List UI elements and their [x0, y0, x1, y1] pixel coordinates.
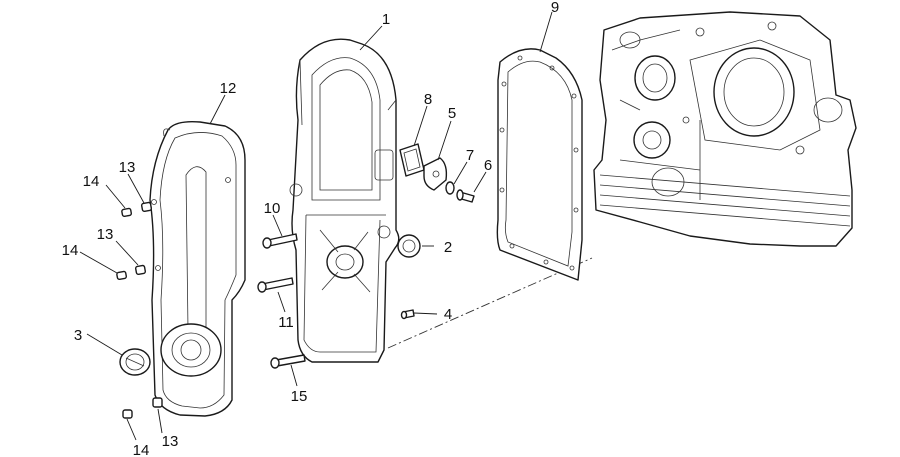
- cap: [119, 348, 151, 376]
- callout-9: 9: [551, 0, 559, 16]
- stud-13b: [134, 264, 147, 276]
- screw-14a: [121, 207, 133, 218]
- cover-plate: [423, 157, 448, 191]
- callout-2: 2: [444, 239, 452, 256]
- callout-14b: 14: [62, 242, 79, 259]
- oil-seal: [397, 234, 421, 258]
- callout-13b: 13: [97, 226, 114, 243]
- callout-5: 5: [448, 105, 456, 122]
- stud-13c: [152, 397, 163, 408]
- screw-14c: [122, 409, 133, 419]
- assembly-axis-line: [387, 257, 593, 349]
- callout-8: 8: [424, 91, 432, 108]
- leader-lines: [79, 11, 553, 441]
- bolt-15: [270, 354, 306, 369]
- callout-13c: 13: [162, 433, 179, 450]
- stud-13a: [140, 201, 153, 213]
- outer-timing-cover: [149, 120, 246, 417]
- large-gasket: [496, 48, 583, 281]
- dowel-pin: [400, 309, 415, 320]
- small-gasket: [399, 143, 425, 177]
- engine-crankcase: [593, 11, 857, 247]
- callout-14a: 14: [83, 173, 100, 190]
- callout-14c: 14: [133, 442, 150, 457]
- callout-3: 3: [74, 327, 82, 344]
- callout-6: 6: [484, 157, 492, 174]
- bolt-11: [257, 277, 294, 293]
- callout-10: 10: [264, 200, 281, 217]
- washer: [445, 181, 455, 195]
- bolt-10: [262, 233, 298, 249]
- callout-13a: 13: [119, 159, 136, 176]
- callout-4: 4: [444, 306, 452, 323]
- callout-11: 11: [278, 314, 294, 331]
- callout-12: 12: [220, 80, 237, 97]
- callout-7: 7: [466, 147, 474, 164]
- timing-cover-housing: [289, 38, 400, 363]
- screw-14b: [116, 270, 128, 281]
- callout-labels: 1 2 3 4 5 6 7 8 9 10 11 12 13 14 13 14 1…: [62, 0, 560, 457]
- callout-15: 15: [291, 388, 308, 405]
- callout-1: 1: [382, 11, 390, 28]
- small-screw: [456, 189, 475, 203]
